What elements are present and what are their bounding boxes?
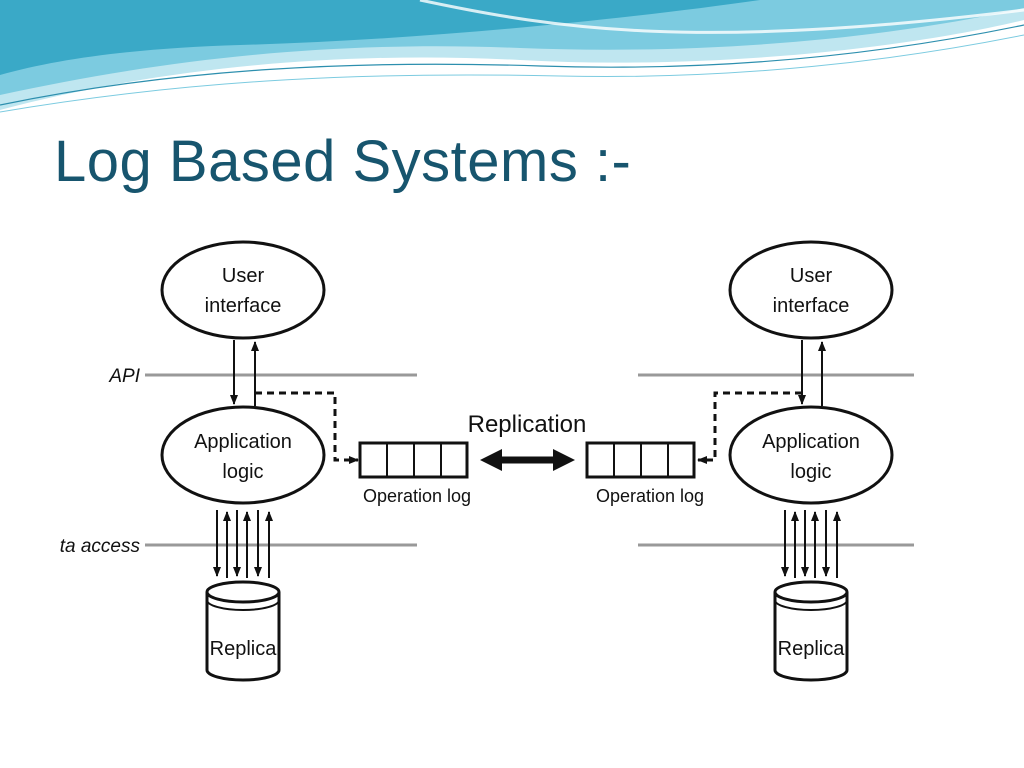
right-user-interface-label-1: User (790, 265, 833, 287)
left-site: User interface Application logic Operati… (160, 240, 471, 682)
right-intercept-dashed-arrow (697, 391, 802, 464)
left-application-logic-label-2: logic (222, 461, 263, 483)
api-label: API (108, 366, 140, 387)
left-application-logic-node (160, 405, 326, 505)
right-application-logic-label-2: logic (790, 461, 831, 483)
left-operation-log-label: Operation log (363, 486, 471, 506)
left-intercept-dashed-arrow (255, 391, 359, 464)
right-replica-database (773, 580, 849, 682)
replication-double-arrow (480, 449, 575, 471)
left-operation-log (358, 441, 469, 479)
right-operation-log-label: Operation log (596, 486, 704, 506)
left-application-logic-label-1: Application (194, 431, 292, 453)
right-site: User interface Application logic Operati… (585, 240, 894, 682)
log-based-replication-diagram: API Data access User interface Applicati… (60, 240, 914, 682)
right-replica-label: Replica (778, 638, 846, 660)
right-application-logic-node (728, 405, 894, 505)
header-wave-banner (0, 0, 1024, 113)
left-replica-label: Replica (210, 638, 278, 660)
data-access-label: Data access (60, 536, 140, 557)
right-operation-log (585, 441, 696, 479)
replication-label: Replication (468, 411, 587, 438)
left-user-interface-label-1: User (222, 265, 265, 287)
left-user-interface-label-2: interface (205, 295, 282, 317)
right-user-interface-node (728, 240, 894, 340)
left-replica-database (205, 580, 281, 682)
slide-title: Log Based Systems :- (54, 129, 632, 194)
left-user-interface-node (160, 240, 326, 340)
right-application-logic-label-1: Application (762, 431, 860, 453)
right-user-interface-label-2: interface (773, 295, 850, 317)
